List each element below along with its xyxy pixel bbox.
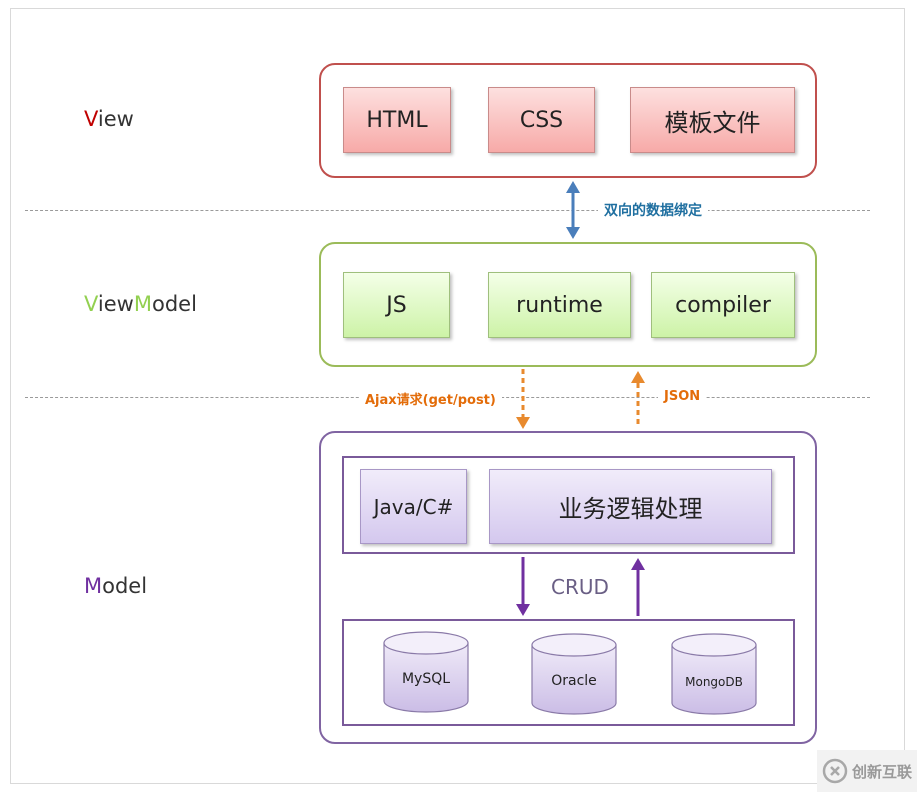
mysql-cylinder (383, 631, 469, 713)
js-block: JS (343, 272, 450, 338)
crud-up-arrow (631, 558, 645, 616)
css-block: CSS (488, 87, 595, 153)
html-block: HTML (343, 87, 451, 153)
two-way-binding-caption: 双向的数据绑定 (598, 200, 708, 220)
view-layer-label: View (84, 107, 134, 131)
view-group (319, 63, 817, 178)
two-way-binding-arrow (566, 181, 580, 239)
oracle-cylinder (531, 633, 617, 715)
viewmodel-label-iew: iew (97, 292, 134, 316)
view-label-rest: iew (97, 107, 134, 131)
oracle-label: Oracle (551, 673, 597, 689)
view-label-initial: V (84, 107, 98, 131)
viewmodel-group (319, 242, 817, 367)
watermark-logo-icon (822, 758, 848, 784)
viewmodel-layer-label: ViewModel (84, 292, 197, 316)
json-response-arrow (631, 371, 645, 428)
model-label-initial: M (84, 574, 103, 598)
crud-caption: CRUD (551, 575, 609, 599)
java-csharp-block: Java/C# (360, 469, 467, 544)
compiler-block: compiler (651, 272, 795, 338)
diagram-frame (10, 8, 905, 784)
viewmodel-label-odel: odel (151, 292, 197, 316)
runtime-block: runtime (488, 272, 631, 338)
model-label-rest: odel (102, 574, 148, 598)
model-group (319, 431, 817, 744)
watermark: 创新互联 (817, 750, 917, 792)
mongodb-cylinder (671, 633, 757, 715)
separator-view-viewmodel (25, 210, 870, 211)
business-logic-block: 业务逻辑处理 (489, 469, 772, 544)
mongodb-label: MongoDB (685, 675, 743, 689)
json-response-caption: JSON (658, 389, 707, 404)
crud-down-arrow (516, 557, 530, 616)
watermark-text: 创新互联 (851, 762, 912, 781)
ajax-request-caption: Ajax请求(get/post) (359, 389, 502, 408)
mysql-label: MySQL (401, 671, 451, 687)
ajax-request-arrow (516, 369, 530, 429)
viewmodel-label-initial-m: M (133, 292, 152, 316)
model-layer-label: Model (84, 574, 147, 598)
viewmodel-label-initial-v: V (84, 292, 98, 316)
template-file-block: 模板文件 (630, 87, 795, 153)
